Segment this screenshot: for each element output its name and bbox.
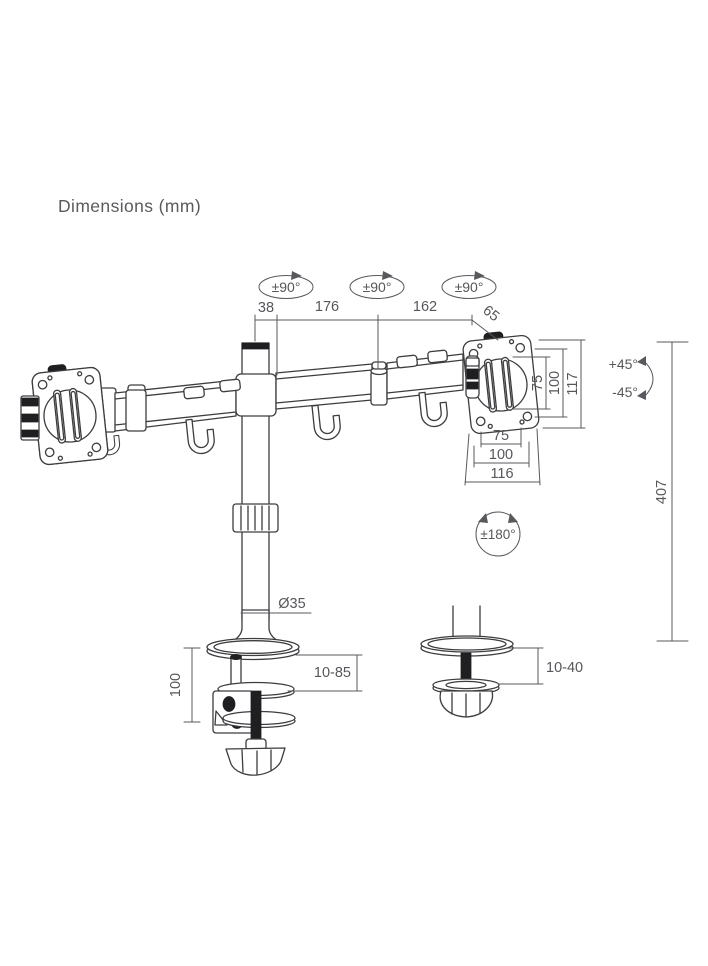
dim-pole-height-407: 407 [654,480,670,504]
grommet-top-disc [420,635,514,653]
grommet-mount-assembly [420,605,514,718]
dim-vesa-v117: 117 [565,372,581,395]
grommet-dimensions: 10-40 [497,647,583,685]
arm-length-dimensions: 38 176 162 65 [254,299,503,376]
cable-clips-top [183,349,448,400]
dim-vesa-v75: 75 [530,375,546,391]
pole-collar-ring [232,503,279,533]
pole-diameter-dimension: Ø35 [240,596,312,614]
dim-clamp-height-100: 100 [168,673,184,697]
rotation-label-mid: ±90° [363,279,392,295]
arm-assembly [96,349,464,457]
dim-pole-diameter: Ø35 [278,596,305,612]
swivel-label: ±180° [480,527,515,542]
dim-grommet-range: 10-40 [546,660,583,676]
dim-offset-38: 38 [258,300,274,316]
swivel-indicator: ±180° [475,511,521,557]
page-title: Dimensions (mm) [58,196,201,216]
dim-clamp-range: 10-85 [314,665,351,681]
rotation-label-right: ±90° [455,279,484,295]
tilt-up-label: +45° [609,356,638,372]
arm-mid-joint [370,361,388,406]
dim-arm2-162: 162 [413,299,437,315]
dim-vesa-h100: 100 [489,447,513,463]
arm-pole-joint [235,373,277,417]
dim-arm1-176: 176 [315,299,339,315]
clamp-knob [225,747,286,776]
tilt-indicator: +45° -45° [609,356,654,400]
clamp-dimensions: 100 10-85 [168,647,363,723]
desk-clamp-assembly [206,637,300,776]
right-vesa-hinge [465,355,480,399]
vesa-horizontal-dimensions: 75 100 116 [464,427,541,486]
pole-height-dimension: 407 [654,341,689,642]
left-vesa-hinge [20,395,40,441]
dim-vesa-h116: 116 [490,466,513,482]
clamp-desk-disc [206,637,300,657]
left-vesa-plate [20,364,109,466]
tilt-down-label: -45° [612,384,638,400]
vesa-vertical-dimensions: 75 100 117 [512,339,586,429]
dim-vesa-v100: 100 [547,371,563,395]
dim-head-65: 65 [480,303,503,326]
dim-vesa-h75: 75 [493,428,509,444]
right-vesa-plate [462,331,540,435]
rotation-indicators-top: ±90° ±90° ±90° [258,271,497,299]
rotation-label-left: ±90° [272,279,301,295]
